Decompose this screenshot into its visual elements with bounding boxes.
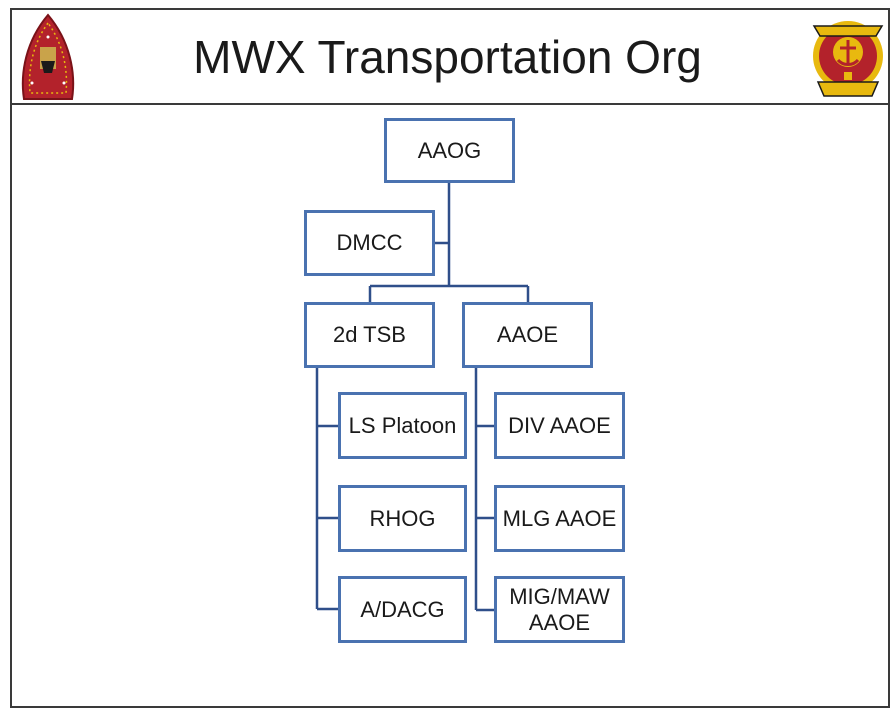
node-branch-2: AAOE xyxy=(462,302,593,368)
node-branch-2-child-1: DIV AAOE xyxy=(494,392,625,459)
node-branch-2-child-2: MLG AAOE xyxy=(494,485,625,552)
node-branch-2-child-3: MIG/MAW AAOE xyxy=(494,576,625,643)
mef-seal-icon xyxy=(810,16,886,100)
node-branch-1-child-1: LS Platoon xyxy=(338,392,467,459)
node-staff: DMCC xyxy=(304,210,435,276)
node-root: AAOG xyxy=(384,118,515,183)
slide-title: MWX Transportation Org xyxy=(193,31,702,83)
node-branch-1-child-2: RHOG xyxy=(338,485,467,552)
node-branch-1: 2d TSB xyxy=(304,302,435,368)
node-branch-1-child-3: A/DACG xyxy=(338,576,467,643)
connector-lines xyxy=(315,183,530,612)
slide-header xyxy=(10,8,890,105)
division-insignia-icon xyxy=(18,13,78,101)
